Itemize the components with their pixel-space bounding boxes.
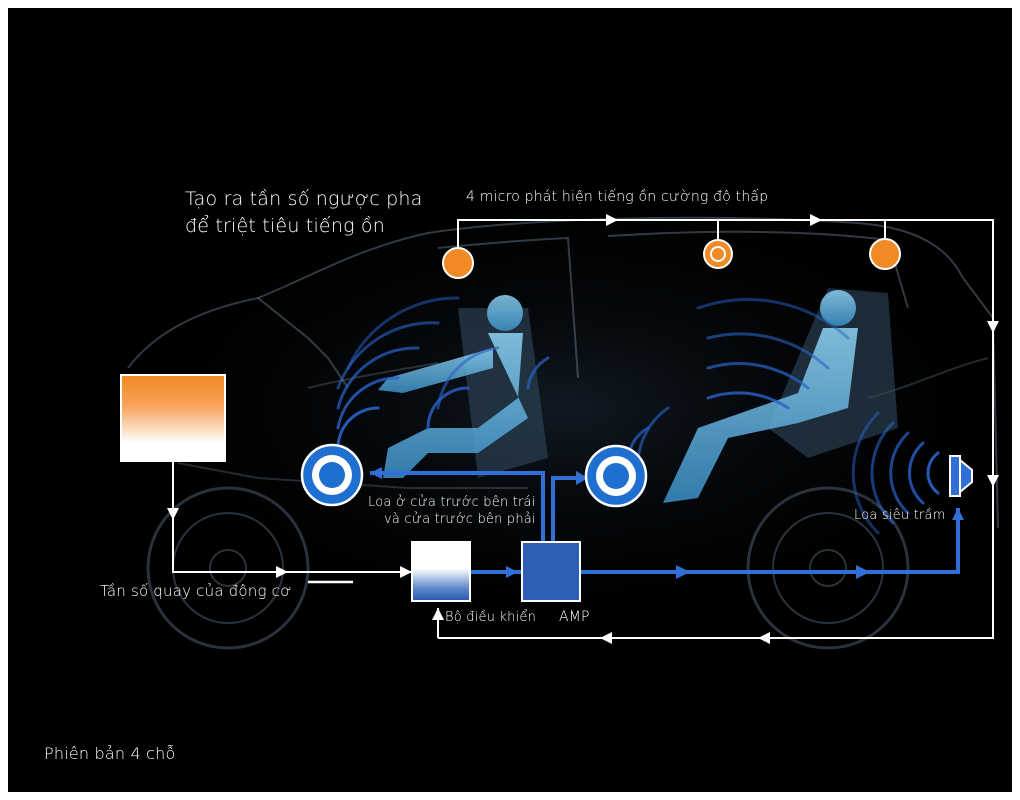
microphone-dot-icon bbox=[443, 248, 473, 278]
microphones-label: 4 micro phát hiện tiếng ồn cường độ thấp bbox=[466, 189, 768, 205]
front-speakers-label-line1: Loa ở cửa trước bên trái bbox=[368, 495, 536, 510]
anti-phase-label-line1: Tạo ra tần số ngược pha bbox=[185, 188, 422, 210]
front-right-speaker-icon bbox=[586, 446, 646, 506]
amp-label: AMP bbox=[559, 609, 590, 625]
anti-phase-label-line2: để triệt tiêu tiếng ồn bbox=[185, 215, 385, 237]
engine-frequency-box bbox=[120, 374, 226, 462]
version-label: Phiên bản 4 chỗ bbox=[44, 744, 175, 763]
amp-box bbox=[521, 541, 581, 602]
subwoofer-label: Loa siêu trầm bbox=[854, 508, 946, 523]
front-left-speaker-icon bbox=[302, 445, 362, 505]
front-speakers-label-line2: và cửa trước bên phải bbox=[384, 512, 536, 527]
controller-label: Bộ điều khiển bbox=[445, 610, 536, 625]
diagram-canvas: Tạo ra tần số ngược pha để triệt tiêu ti… bbox=[8, 8, 1012, 792]
microphone-dot-icon bbox=[704, 240, 732, 268]
microphone-dot-icon bbox=[870, 239, 900, 269]
engine-speed-label: Tần số quay của động cơ bbox=[100, 582, 292, 600]
controller-box bbox=[411, 541, 471, 602]
